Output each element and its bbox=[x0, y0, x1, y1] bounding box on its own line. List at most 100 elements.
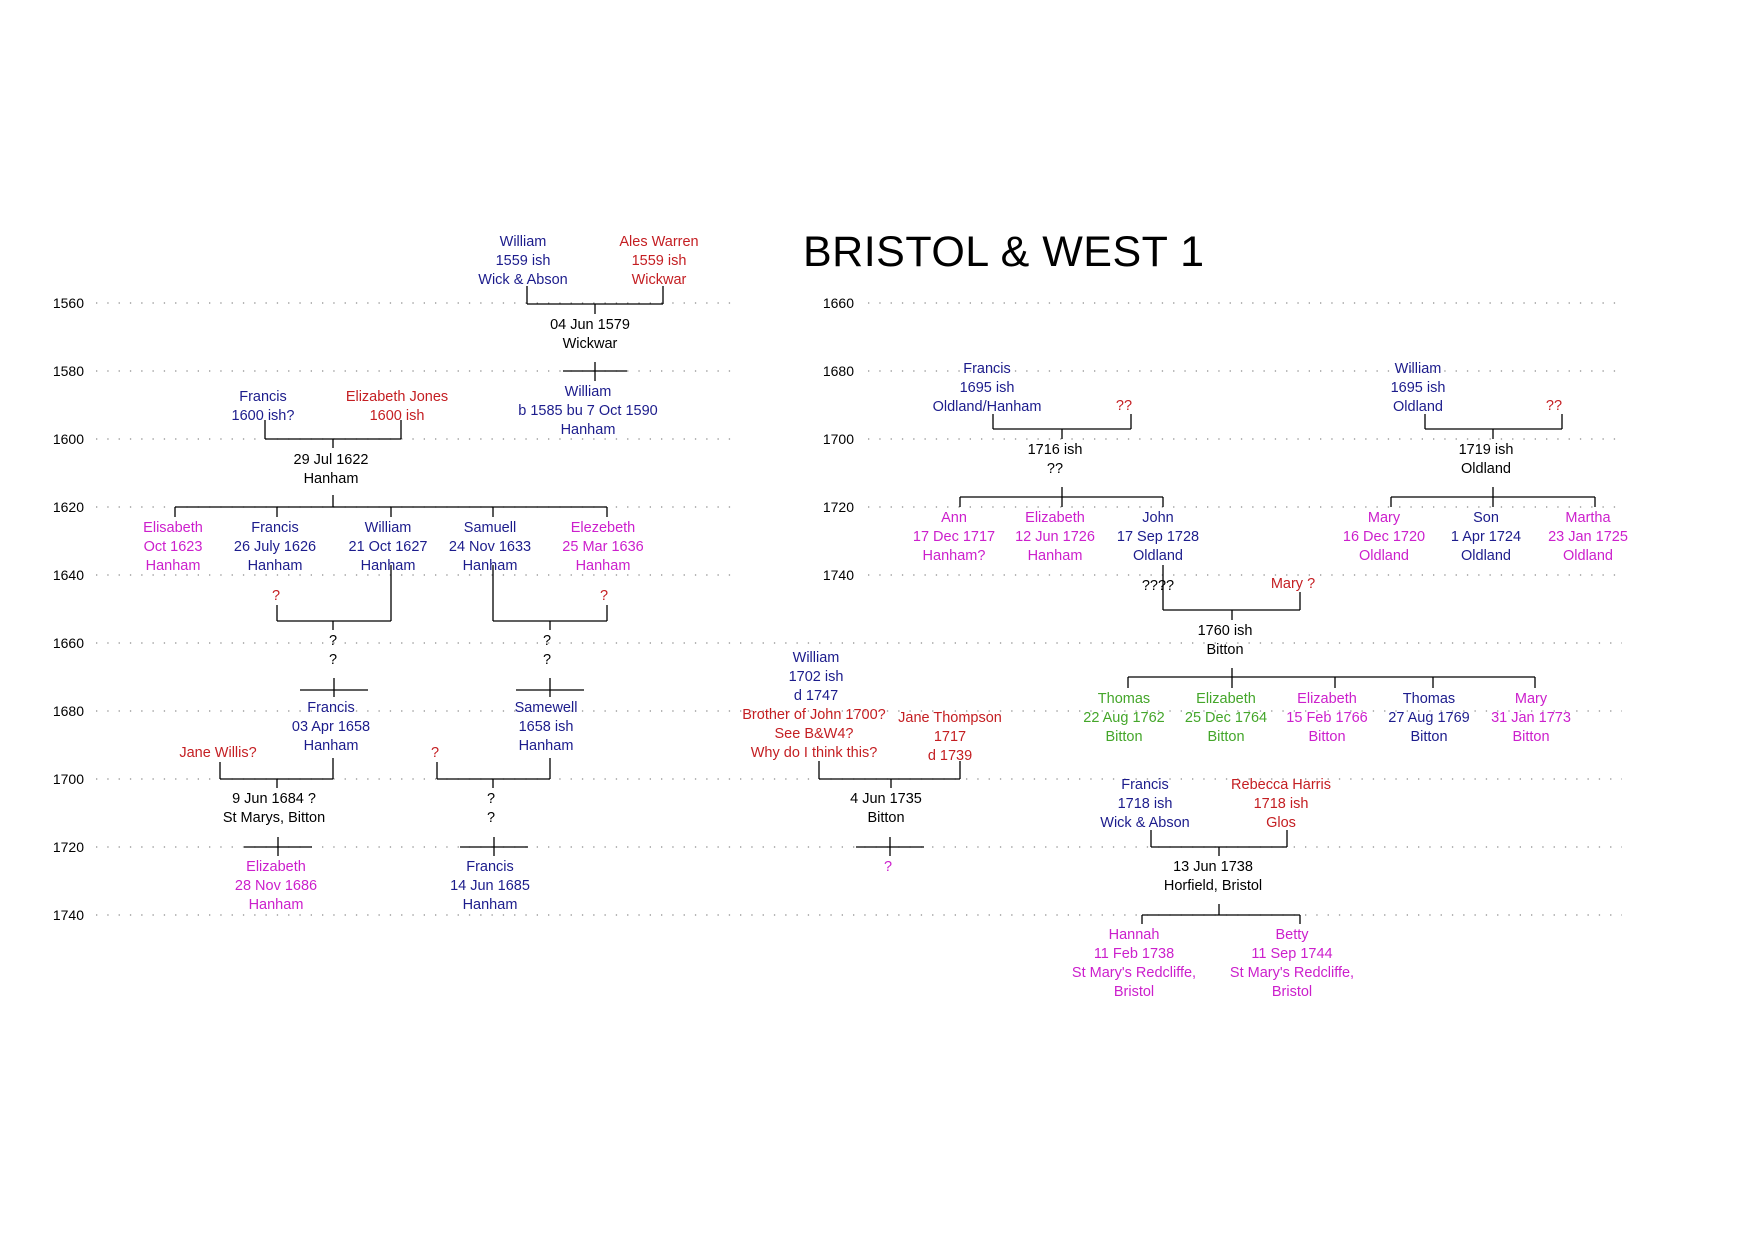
node-text-line: William bbox=[792, 650, 840, 666]
spouse-unknown: ? bbox=[431, 744, 439, 763]
node-text-line: Hanham bbox=[1027, 548, 1083, 564]
node-text-line: Thomas bbox=[1402, 691, 1456, 707]
node-text-line: ? bbox=[542, 652, 552, 668]
node-text-line: ???? bbox=[1141, 578, 1175, 594]
node-text-line: Betty bbox=[1275, 927, 1309, 943]
node-text-line: 1716 ish bbox=[1027, 442, 1083, 458]
node-text-line: 1658 ish bbox=[518, 719, 574, 735]
node-text-line: Wick & Abson bbox=[1100, 815, 1190, 831]
node-text-line: William bbox=[564, 384, 612, 400]
left-year-label: 1600 bbox=[52, 431, 84, 447]
node-text-line: St Marys, Bitton bbox=[222, 810, 326, 826]
node-text-line: Bitton bbox=[1207, 729, 1245, 745]
node-text-line: 04 Jun 1579 bbox=[550, 317, 630, 333]
node-text-line: Francis bbox=[239, 389, 287, 405]
node-text-line: Hanham bbox=[560, 422, 616, 438]
node-text-line: Francis bbox=[963, 361, 1011, 377]
node-text-line: Elizabeth bbox=[1297, 691, 1357, 707]
node-text-line: 16 Dec 1720 bbox=[1342, 529, 1426, 545]
node-text-line: ?? bbox=[1046, 461, 1064, 477]
node-text-line: 1719 ish bbox=[1458, 442, 1514, 458]
node-text-line: William bbox=[1394, 361, 1442, 377]
node-text-line: ? bbox=[883, 859, 893, 875]
node-text-line: ? bbox=[328, 652, 338, 668]
node-text-line: 1600 ish? bbox=[231, 408, 295, 424]
node-text-line: 4 Jun 1735 bbox=[850, 791, 922, 807]
node-text-line: Bitton bbox=[1410, 729, 1448, 745]
node-text-line: Francis bbox=[466, 859, 514, 875]
node-text-line: d 1747 bbox=[793, 688, 839, 704]
node-text-line: 1559 ish bbox=[631, 253, 687, 269]
right-year-label: 1660 bbox=[822, 295, 854, 311]
node-text-line: ? bbox=[486, 791, 496, 807]
spouse-unknown: ? bbox=[272, 587, 280, 606]
marriage-1716: 1716 ish?? bbox=[1028, 441, 1083, 479]
node-text-line: Hanham bbox=[248, 897, 304, 913]
node-text-line: Hanham bbox=[303, 471, 359, 487]
marriage-unknown: ?? bbox=[329, 632, 337, 670]
node-text-line: John bbox=[1142, 510, 1174, 526]
node-text-line: Bitton bbox=[867, 810, 905, 826]
node-text-line: 31 Jan 1773 bbox=[1491, 710, 1571, 726]
right-year-label: 1680 bbox=[822, 363, 854, 379]
node-text-line: 14 Jun 1685 bbox=[450, 878, 530, 894]
node-text-line: Why do I think this? bbox=[750, 745, 878, 761]
node-text-line: 17 Sep 1728 bbox=[1116, 529, 1200, 545]
node-text-line: 1760 ish bbox=[1197, 623, 1253, 639]
node-text-line: Francis bbox=[307, 700, 355, 716]
node-text-line: Hanham bbox=[462, 558, 518, 574]
node-text-line: 28 Nov 1686 bbox=[234, 878, 318, 894]
node-text-line: 25 Mar 1636 bbox=[562, 539, 644, 555]
node-text-line: Oldland/Hanham bbox=[932, 399, 1042, 415]
node-text-line: 1702 ish bbox=[788, 669, 844, 685]
node-text-line: 11 Sep 1744 bbox=[1251, 946, 1333, 962]
node-text-line: See B&W4? bbox=[774, 726, 854, 742]
node-text-line: Oldland bbox=[1393, 399, 1443, 415]
note-brother-of-john: Brother of John 1700?See B&W4?Why do I t… bbox=[742, 706, 886, 763]
node-text-line: Elizabeth bbox=[1196, 691, 1256, 707]
node-text-line: Wickwar bbox=[631, 272, 687, 288]
left-year-label: 1580 bbox=[52, 363, 84, 379]
node-text-line: Bitton bbox=[1206, 642, 1244, 658]
right-year-label: 1700 bbox=[822, 431, 854, 447]
node-text-line: 21 Oct 1627 bbox=[348, 539, 428, 555]
node-text-line: Bitton bbox=[1512, 729, 1550, 745]
node-text-line: Hanham bbox=[247, 558, 303, 574]
node-text-line: 23 Jan 1725 bbox=[1548, 529, 1628, 545]
node-text-line: 29 Jul 1622 bbox=[293, 452, 369, 468]
node-text-line: Elizabeth bbox=[1025, 510, 1085, 526]
node-text-line: Son bbox=[1473, 510, 1499, 526]
node-text-line: 24 Nov 1633 bbox=[448, 539, 532, 555]
node-text-line: Mary ? bbox=[1270, 576, 1316, 592]
node-text-line: Glos bbox=[1266, 815, 1296, 831]
left-year-label: 1640 bbox=[52, 567, 84, 583]
spouse-jane-willis: Jane Willis? bbox=[179, 744, 256, 763]
node-text-line: Francis bbox=[1121, 777, 1169, 793]
node-text-line: William bbox=[499, 234, 547, 250]
